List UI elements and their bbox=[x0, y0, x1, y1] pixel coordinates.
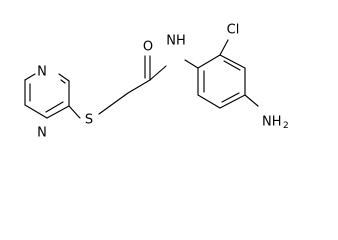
chlorine-label: Cl bbox=[227, 23, 240, 38]
amine-label: NH bbox=[262, 115, 282, 130]
structure-diagram: N N S O NH Cl NH 2 bbox=[24, 23, 289, 140]
ring-nitrogen-top-label: N bbox=[37, 65, 47, 80]
oxygen-label: O bbox=[143, 40, 153, 55]
ring-nitrogen-bottom-label: N bbox=[37, 126, 47, 140]
amine-subscript: 2 bbox=[283, 121, 289, 131]
molecule-drawing: N N S O NH Cl NH 2 bbox=[24, 23, 289, 140]
linker-chain bbox=[98, 55, 199, 115]
amide-nh-label: NH bbox=[166, 34, 186, 49]
aniline-ring bbox=[197, 39, 259, 109]
pyrimidine-ring bbox=[24, 73, 81, 119]
sulfur-label: S bbox=[85, 113, 93, 128]
